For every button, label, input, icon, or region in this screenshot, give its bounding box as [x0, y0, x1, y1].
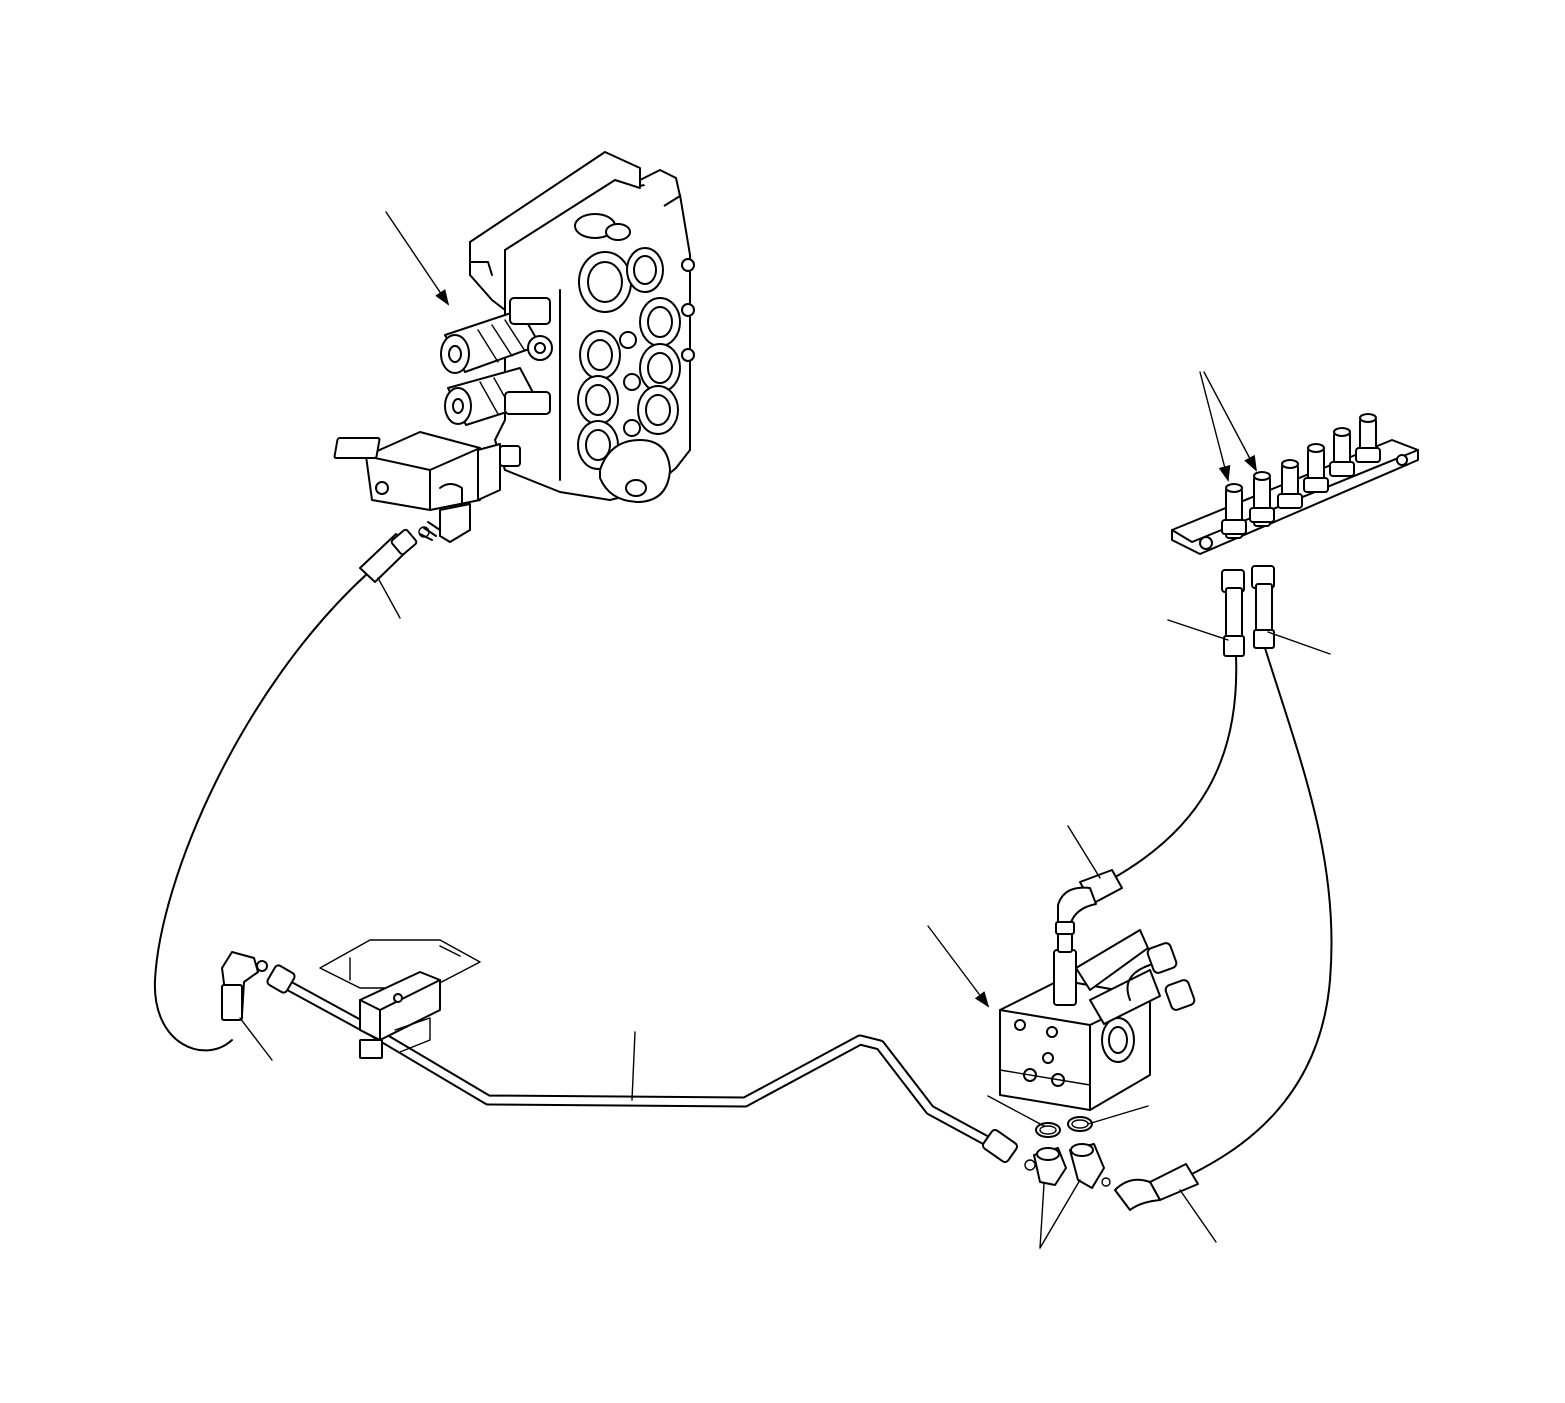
leader-plate-hose-b — [1267, 631, 1331, 655]
leader-hose-b-end — [1179, 1189, 1217, 1243]
hose-left-upper-fitting — [359, 526, 430, 583]
leader-oring-left — [987, 1095, 1045, 1127]
callout-leaders — [239, 211, 1331, 1249]
leader-steel-tube — [631, 1031, 636, 1101]
hose-right-b — [1189, 647, 1333, 1176]
leader-oring-right — [1087, 1105, 1149, 1125]
hose-left — [153, 572, 369, 1052]
solenoid — [333, 431, 521, 511]
leader-hose-a-end — [1067, 825, 1101, 879]
control-valve — [333, 151, 695, 543]
leader-elbow-left — [239, 1017, 273, 1061]
spool-upper — [440, 297, 553, 374]
plate-fitting-row — [1221, 413, 1381, 539]
arrow-plate-fitting-1 — [1199, 371, 1231, 482]
arrow-plate-fitting-2 — [1203, 371, 1257, 472]
leader-plate-hose-a — [1167, 619, 1229, 641]
leader-elbow-fitting-2 — [1039, 1179, 1081, 1249]
tube-clamp — [319, 939, 481, 1059]
connector-plate — [1171, 413, 1419, 657]
elbow-manifold-bottom — [1101, 1163, 1199, 1211]
pilot-manifold-block — [999, 919, 1196, 1111]
manifold-port-fittings — [1033, 1116, 1105, 1189]
spool-lower — [444, 367, 551, 426]
elbow-left — [221, 951, 268, 1021]
arrow-control-valve — [385, 211, 450, 306]
leader-hose-left-fitting — [377, 577, 401, 619]
elbow-manifold-top — [1055, 869, 1123, 935]
hose-right-a — [1109, 655, 1238, 881]
arrow-manifold-block — [927, 925, 990, 1008]
leader-elbow-fitting-1 — [1039, 1183, 1045, 1249]
